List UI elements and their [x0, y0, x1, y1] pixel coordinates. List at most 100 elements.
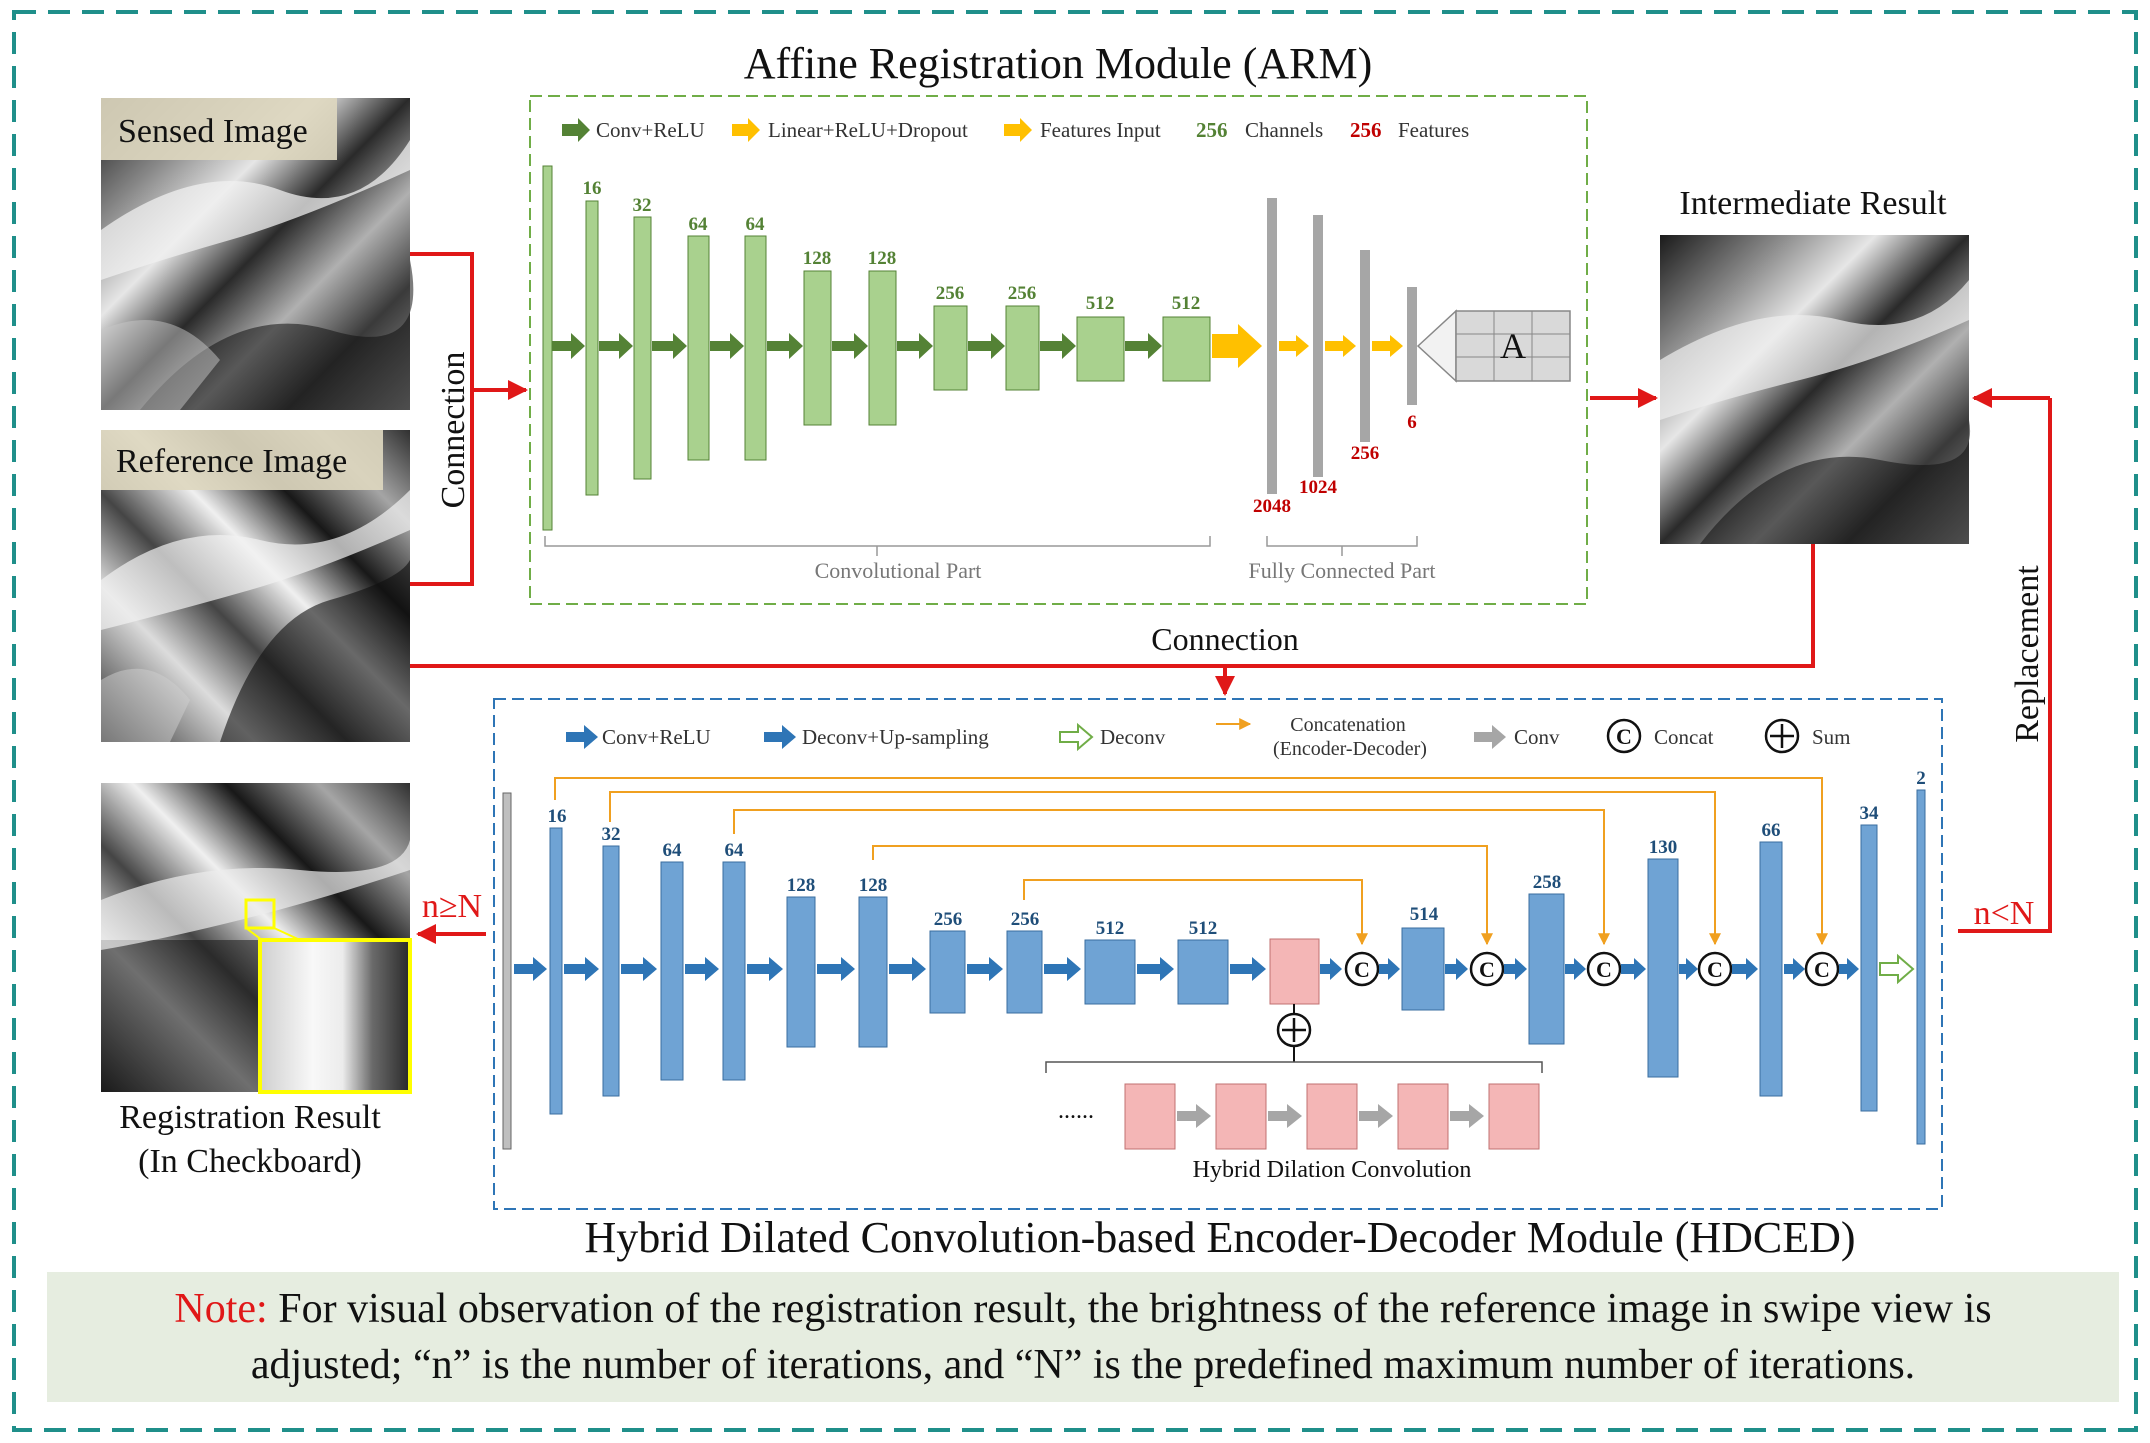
arm-legend-conv-relu: Conv+ReLU [596, 118, 705, 142]
arm-fc-label: 1024 [1299, 477, 1338, 498]
arm-legend-features: Features [1398, 118, 1469, 142]
encoder-label: 512 [1189, 918, 1218, 939]
decoder-arrow-icon [1732, 958, 1758, 980]
encoder-arrow-icon [967, 957, 1003, 981]
encoder-label: 16 [548, 806, 567, 827]
arm-green-arrow-icon [897, 333, 933, 359]
concat-node-symbol: C [1814, 957, 1830, 982]
arm-green-arrow-icon [710, 333, 744, 359]
arm-fc-bar [1267, 198, 1277, 494]
hdc-layer [1215, 1083, 1267, 1150]
hdced-input-bar [502, 792, 512, 1150]
bottleneck-block [1269, 938, 1320, 1005]
skip-connection [554, 777, 1828, 946]
hdc-block: ...... Hybrid Dilation Convolution [1045, 1061, 1543, 1183]
arm-fc-arrow-icon [1325, 335, 1356, 357]
encoder-arrow-icon [564, 957, 599, 981]
arm-legend-yellow-arrow-icon-2 [1004, 118, 1032, 142]
decoder-arrow-icon [1445, 958, 1468, 980]
encoder-arrow-icon [621, 957, 657, 981]
arm-conv-block [803, 270, 832, 426]
encoder-labels: 16 32 64 64 128 128 256 256 512 512 [548, 806, 1218, 939]
decoder-block [1759, 841, 1783, 1097]
concat-node-symbol: C [1596, 957, 1612, 982]
hdc-arrow-icon [1268, 1104, 1302, 1128]
n-greater-label: n≥N [422, 888, 482, 925]
reference-label-bg [101, 430, 383, 490]
concat-node-icon: C [1469, 951, 1505, 987]
concat-node-icon: C [1344, 951, 1380, 987]
affine-matrix [1455, 310, 1571, 382]
replacement-label: Replacement [2009, 565, 2046, 743]
arm-title: Affine Registration Module (ARM) [744, 39, 1373, 88]
arm-conv-arrows [552, 333, 1162, 359]
arm-conv-block [868, 270, 897, 426]
output-bar [1916, 789, 1926, 1145]
concat-node-symbol: C [1479, 957, 1495, 982]
arm-conv-block [1076, 316, 1125, 382]
arm-conv-block [1005, 305, 1040, 391]
encoder-block [858, 896, 888, 1048]
arm-fc-label: 6 [1407, 412, 1417, 433]
arm-fc-arrow-icon [1279, 335, 1309, 357]
conv-part-label: Convolutional Part [815, 558, 982, 583]
note-text-1: For visual observation of the registrati… [278, 1286, 1992, 1332]
encoder-arrow-icon [1137, 957, 1174, 981]
hdc-arrow-icon [1177, 1104, 1211, 1128]
arm-legend-green-arrow-icon [562, 118, 590, 142]
encoder-label: 128 [859, 875, 888, 896]
affine-funnel [1416, 309, 1457, 383]
decoder-arrow-icon [1784, 958, 1805, 980]
arm-conv-block [633, 216, 652, 480]
arm-conv-label: 32 [633, 195, 652, 216]
note-label: Note: [174, 1286, 268, 1332]
encoder-label: 64 [663, 840, 683, 861]
hdced-box [493, 698, 1943, 1210]
decoder-label: 514 [1410, 904, 1439, 925]
legend-deconv-up-arrow-icon [764, 725, 796, 749]
arm-conv-labels: 16 32 64 64 128 128 256 256 512 512 [583, 178, 1201, 314]
legend-concatenation-1: Concatenation [1290, 714, 1406, 736]
decoder-labels: 514 258 130 66 34 2 [1410, 768, 1926, 925]
arm-green-arrow-icon [767, 333, 803, 359]
arm-conv-label: 512 [1086, 293, 1115, 314]
reference-image-label: Reference Image [116, 443, 347, 480]
arm-conv-blocks [542, 165, 1211, 531]
note-text-2: adjusted; “n” is the number of iteration… [250, 1342, 1916, 1388]
legend-concat-symbol: C [1616, 724, 1632, 749]
skip-connection [872, 845, 1493, 946]
decoder-path: C C C C C [1320, 951, 1915, 987]
arm-fc-bar [1360, 250, 1370, 442]
decoder-label: 66 [1762, 820, 1781, 841]
decoder-arrow-icon [1504, 958, 1527, 980]
arm-conv-label: 64 [689, 214, 709, 235]
decoder-arrow-icon [1621, 958, 1646, 980]
encoder-block [929, 930, 966, 1014]
arm-fc-labels: 2048 1024 256 6 [1253, 412, 1417, 517]
sum-node-icon [1276, 1012, 1312, 1048]
note-line-1: Note: For visual observation of the regi… [174, 1281, 1991, 1337]
arm-fc-arrow-icon [1372, 335, 1403, 357]
legend-deconv-upsampling: Deconv+Up-sampling [802, 725, 989, 749]
result-label-line1: Registration Result [119, 1099, 381, 1136]
hdc-arrow-icon [1359, 1104, 1393, 1128]
encoder-label: 32 [602, 824, 621, 845]
arm-fc-label: 256 [1351, 443, 1380, 464]
legend-conv: Conv [1514, 725, 1560, 749]
decoder-arrow-icon [1839, 958, 1859, 980]
deconv-arrow-icon [1879, 953, 1915, 985]
concat-node-icon: C [1804, 951, 1840, 987]
legend-conv-arrow-icon [1474, 725, 1506, 749]
arm-conv-label: 64 [746, 214, 766, 235]
arm-green-arrow-icon [968, 333, 1005, 359]
registration-result-image [101, 783, 412, 1094]
legend-sum-icon [1764, 718, 1800, 754]
connection-vertical-label: Connection [435, 352, 472, 509]
concat-node-symbol: C [1707, 957, 1723, 982]
hdced-title: Hybrid Dilated Convolution-based Encoder… [584, 1213, 1855, 1262]
sensed-image: Sensed Image [101, 98, 414, 410]
legend-concatenation-2: (Encoder-Decoder) [1273, 738, 1427, 760]
encoder-arrow-icon [685, 957, 719, 981]
conv-part-brace [544, 536, 1211, 556]
